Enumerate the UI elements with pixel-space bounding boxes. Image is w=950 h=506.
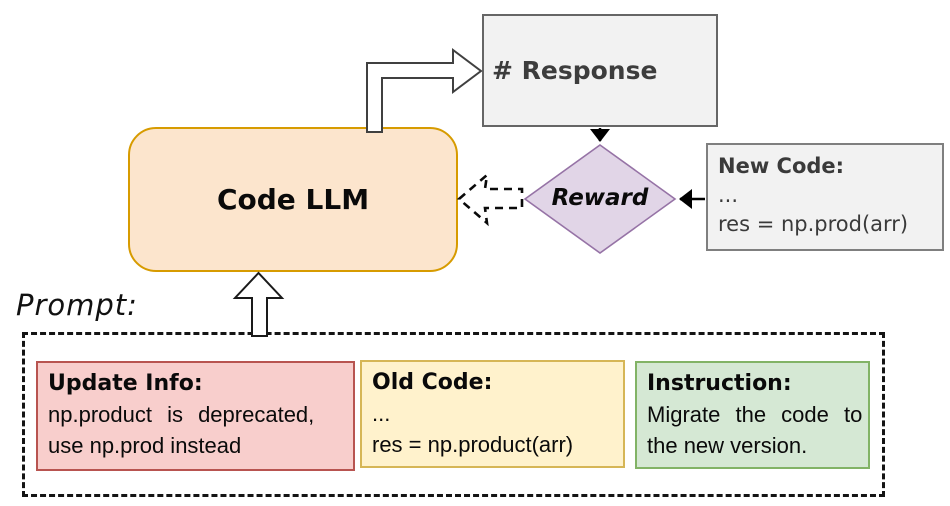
instruction-line2: the new version. [647, 433, 808, 458]
new-code-title: New Code: [718, 154, 845, 178]
new-code-ellipsis: ... [718, 183, 739, 207]
old-code-title: Old Code: [372, 370, 493, 395]
response-label: # Response [492, 56, 658, 85]
instruction-box: Instruction: Migrate the code to the new… [635, 361, 870, 469]
reward-label: Reward [551, 185, 649, 211]
response-node: # Response [482, 14, 718, 127]
instruction-title: Instruction: [647, 371, 792, 396]
new-code-node: New Code: ... res = np.prod(arr) [706, 143, 944, 251]
instruction-line1: Migrate the code to [647, 402, 863, 427]
old-code-box: Old Code: ... res = np.product(arr) [360, 360, 625, 468]
update-info-line2: use np.prod instead [48, 433, 242, 458]
update-info-box: Update Info: np.product is deprecated, u… [36, 361, 355, 471]
old-code-line: res = np.product(arr) [372, 432, 574, 457]
connector-codellm-to-response [366, 48, 483, 133]
prompt-container: Update Info: np.product is deprecated, u… [22, 332, 885, 497]
new-code-line: res = np.prod(arr) [718, 212, 909, 236]
connector-reward-to-codellm-dashed [457, 171, 524, 227]
code-llm-label: Code LLM [216, 183, 370, 216]
update-info-title: Update Info: [48, 371, 203, 396]
update-info-line1: np.product is deprecated, [48, 402, 315, 427]
prompt-label: Prompt: [16, 288, 138, 322]
code-llm-node: Code LLM [128, 127, 458, 272]
connector-prompt-to-codellm [232, 271, 285, 337]
old-code-ellipsis: ... [372, 401, 391, 426]
